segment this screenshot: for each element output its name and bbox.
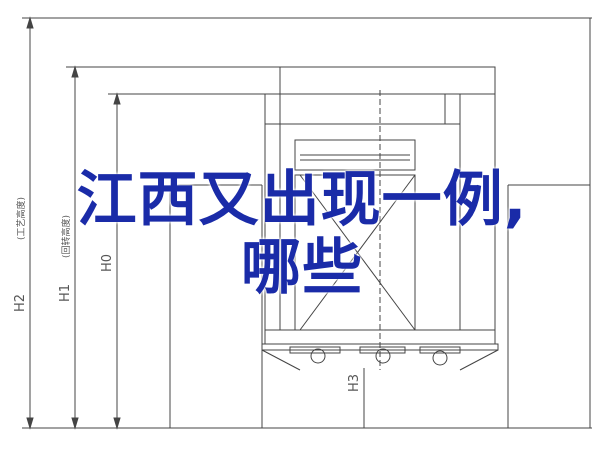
wheel-bracket (359, 346, 406, 354)
brace (299, 174, 416, 331)
machine-top-housing (264, 93, 461, 125)
arrow (71, 65, 79, 78)
wheel (310, 348, 326, 364)
arrow (71, 417, 79, 430)
arrow (113, 417, 121, 430)
dim-label-h3: H3 (347, 374, 362, 392)
lower-frame-left (261, 349, 301, 371)
machine-top-cap (279, 66, 496, 95)
dim-label-h0: H0 (100, 254, 115, 272)
arrow (26, 16, 34, 29)
dim-label-h2: H2 (13, 294, 28, 312)
wheel-bracket (419, 346, 461, 354)
arrow (113, 92, 121, 105)
lower-frame-right (459, 349, 499, 371)
dim-note-h1: (回转高度) (60, 215, 72, 258)
wheel (375, 348, 391, 364)
overlay-headline: 江西又出现一例, (76, 165, 528, 235)
overlay-subline: 哪些 (241, 233, 363, 303)
mechanism-frame (294, 139, 416, 171)
dim-label-h1: H1 (58, 284, 73, 302)
dim-note-h2: (工艺高度) (15, 197, 27, 240)
wheel (432, 350, 448, 366)
arrow (26, 417, 34, 430)
wheel-bracket (289, 346, 341, 354)
